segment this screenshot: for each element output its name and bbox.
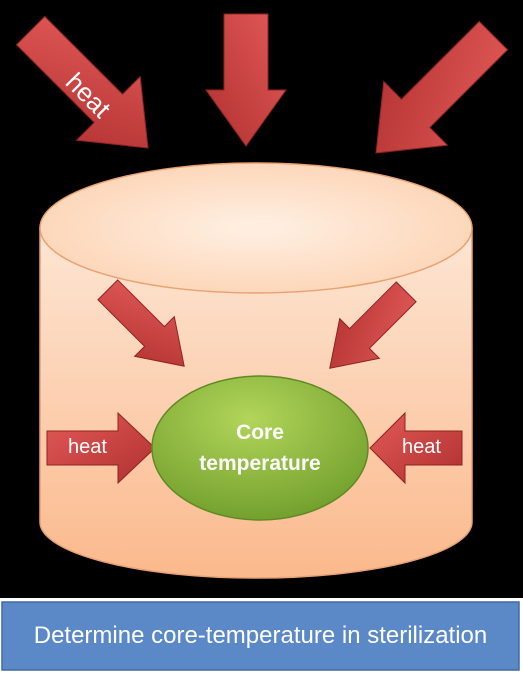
heat-arrow-top-center <box>205 13 287 147</box>
core-label: Core temperature <box>152 376 368 520</box>
heat-arrow-left <box>46 411 156 485</box>
heat-arrow-top-right <box>375 20 509 154</box>
inner-arrow-upper-left <box>97 279 185 367</box>
heat-arrow-top-left <box>15 15 149 149</box>
core-label-line2: temperature <box>199 452 321 475</box>
cylinder-top <box>39 162 473 294</box>
right-arrow-label: heat <box>402 436 441 458</box>
caption-banner <box>1 601 520 671</box>
core-label-line1: Core <box>236 421 284 444</box>
heat-arrow-right <box>369 411 463 485</box>
caption-text: Determine core-temperature in sterilizat… <box>33 622 488 649</box>
inner-arrow-upper-right <box>329 281 417 369</box>
left-arrow-label: heat <box>68 436 107 458</box>
core-ellipse <box>151 375 369 521</box>
